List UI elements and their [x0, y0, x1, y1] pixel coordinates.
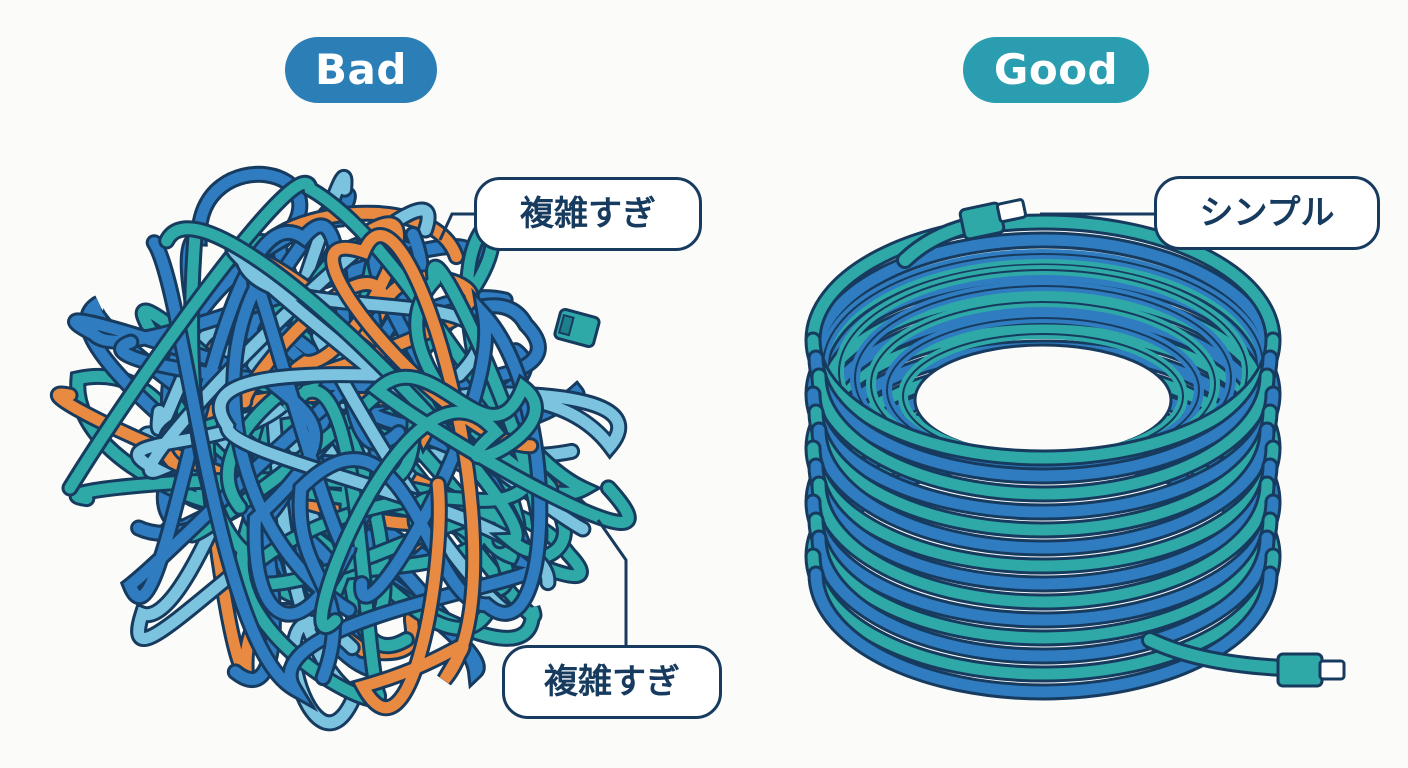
coil-loop-front — [807, 334, 1279, 464]
coil-loop-front — [810, 352, 1276, 482]
coil-loop-front — [810, 460, 1276, 590]
tangled-cable-icon — [50, 165, 637, 732]
coiled-cable-icon — [804, 213, 1282, 701]
bad-label-pill: Bad — [285, 37, 437, 103]
coil-loop-front — [807, 550, 1279, 680]
usb-connector-bottom-icon — [1276, 652, 1346, 688]
coil-loop-front — [810, 514, 1276, 644]
coil-loop-front — [813, 424, 1273, 554]
tangle-strand — [294, 297, 546, 684]
coil-loop-front — [810, 568, 1276, 698]
coil-loop-front — [807, 388, 1279, 518]
callout-leader-top — [438, 212, 474, 241]
coil-loop-back — [807, 216, 1279, 346]
coil-loop-front — [807, 442, 1279, 572]
coil-loop-back — [813, 306, 1273, 436]
callout-simple: シンプル — [1154, 176, 1380, 250]
tangle-strand — [218, 339, 625, 729]
usb-connector-top-icon — [958, 198, 1028, 241]
coil-loop-back — [810, 234, 1276, 364]
coil-loop-front — [813, 478, 1273, 608]
tangle-strand — [228, 273, 355, 620]
tangle-strand — [316, 371, 634, 633]
coil-loop-front — [813, 532, 1273, 662]
callout-complex-bottom: 複雑すぎ — [502, 645, 722, 719]
cable-tail — [896, 217, 1293, 677]
good-label-pill: Good — [963, 37, 1149, 103]
usb-connector-icon — [553, 307, 601, 349]
coil-loop-front — [810, 406, 1276, 536]
callout-complex-top: 複雑すぎ — [474, 177, 702, 251]
tangle-strand — [327, 230, 537, 714]
callout-leader-bottom — [596, 519, 628, 645]
coil-loop-front — [807, 496, 1279, 626]
coil-loop-front — [813, 370, 1273, 500]
